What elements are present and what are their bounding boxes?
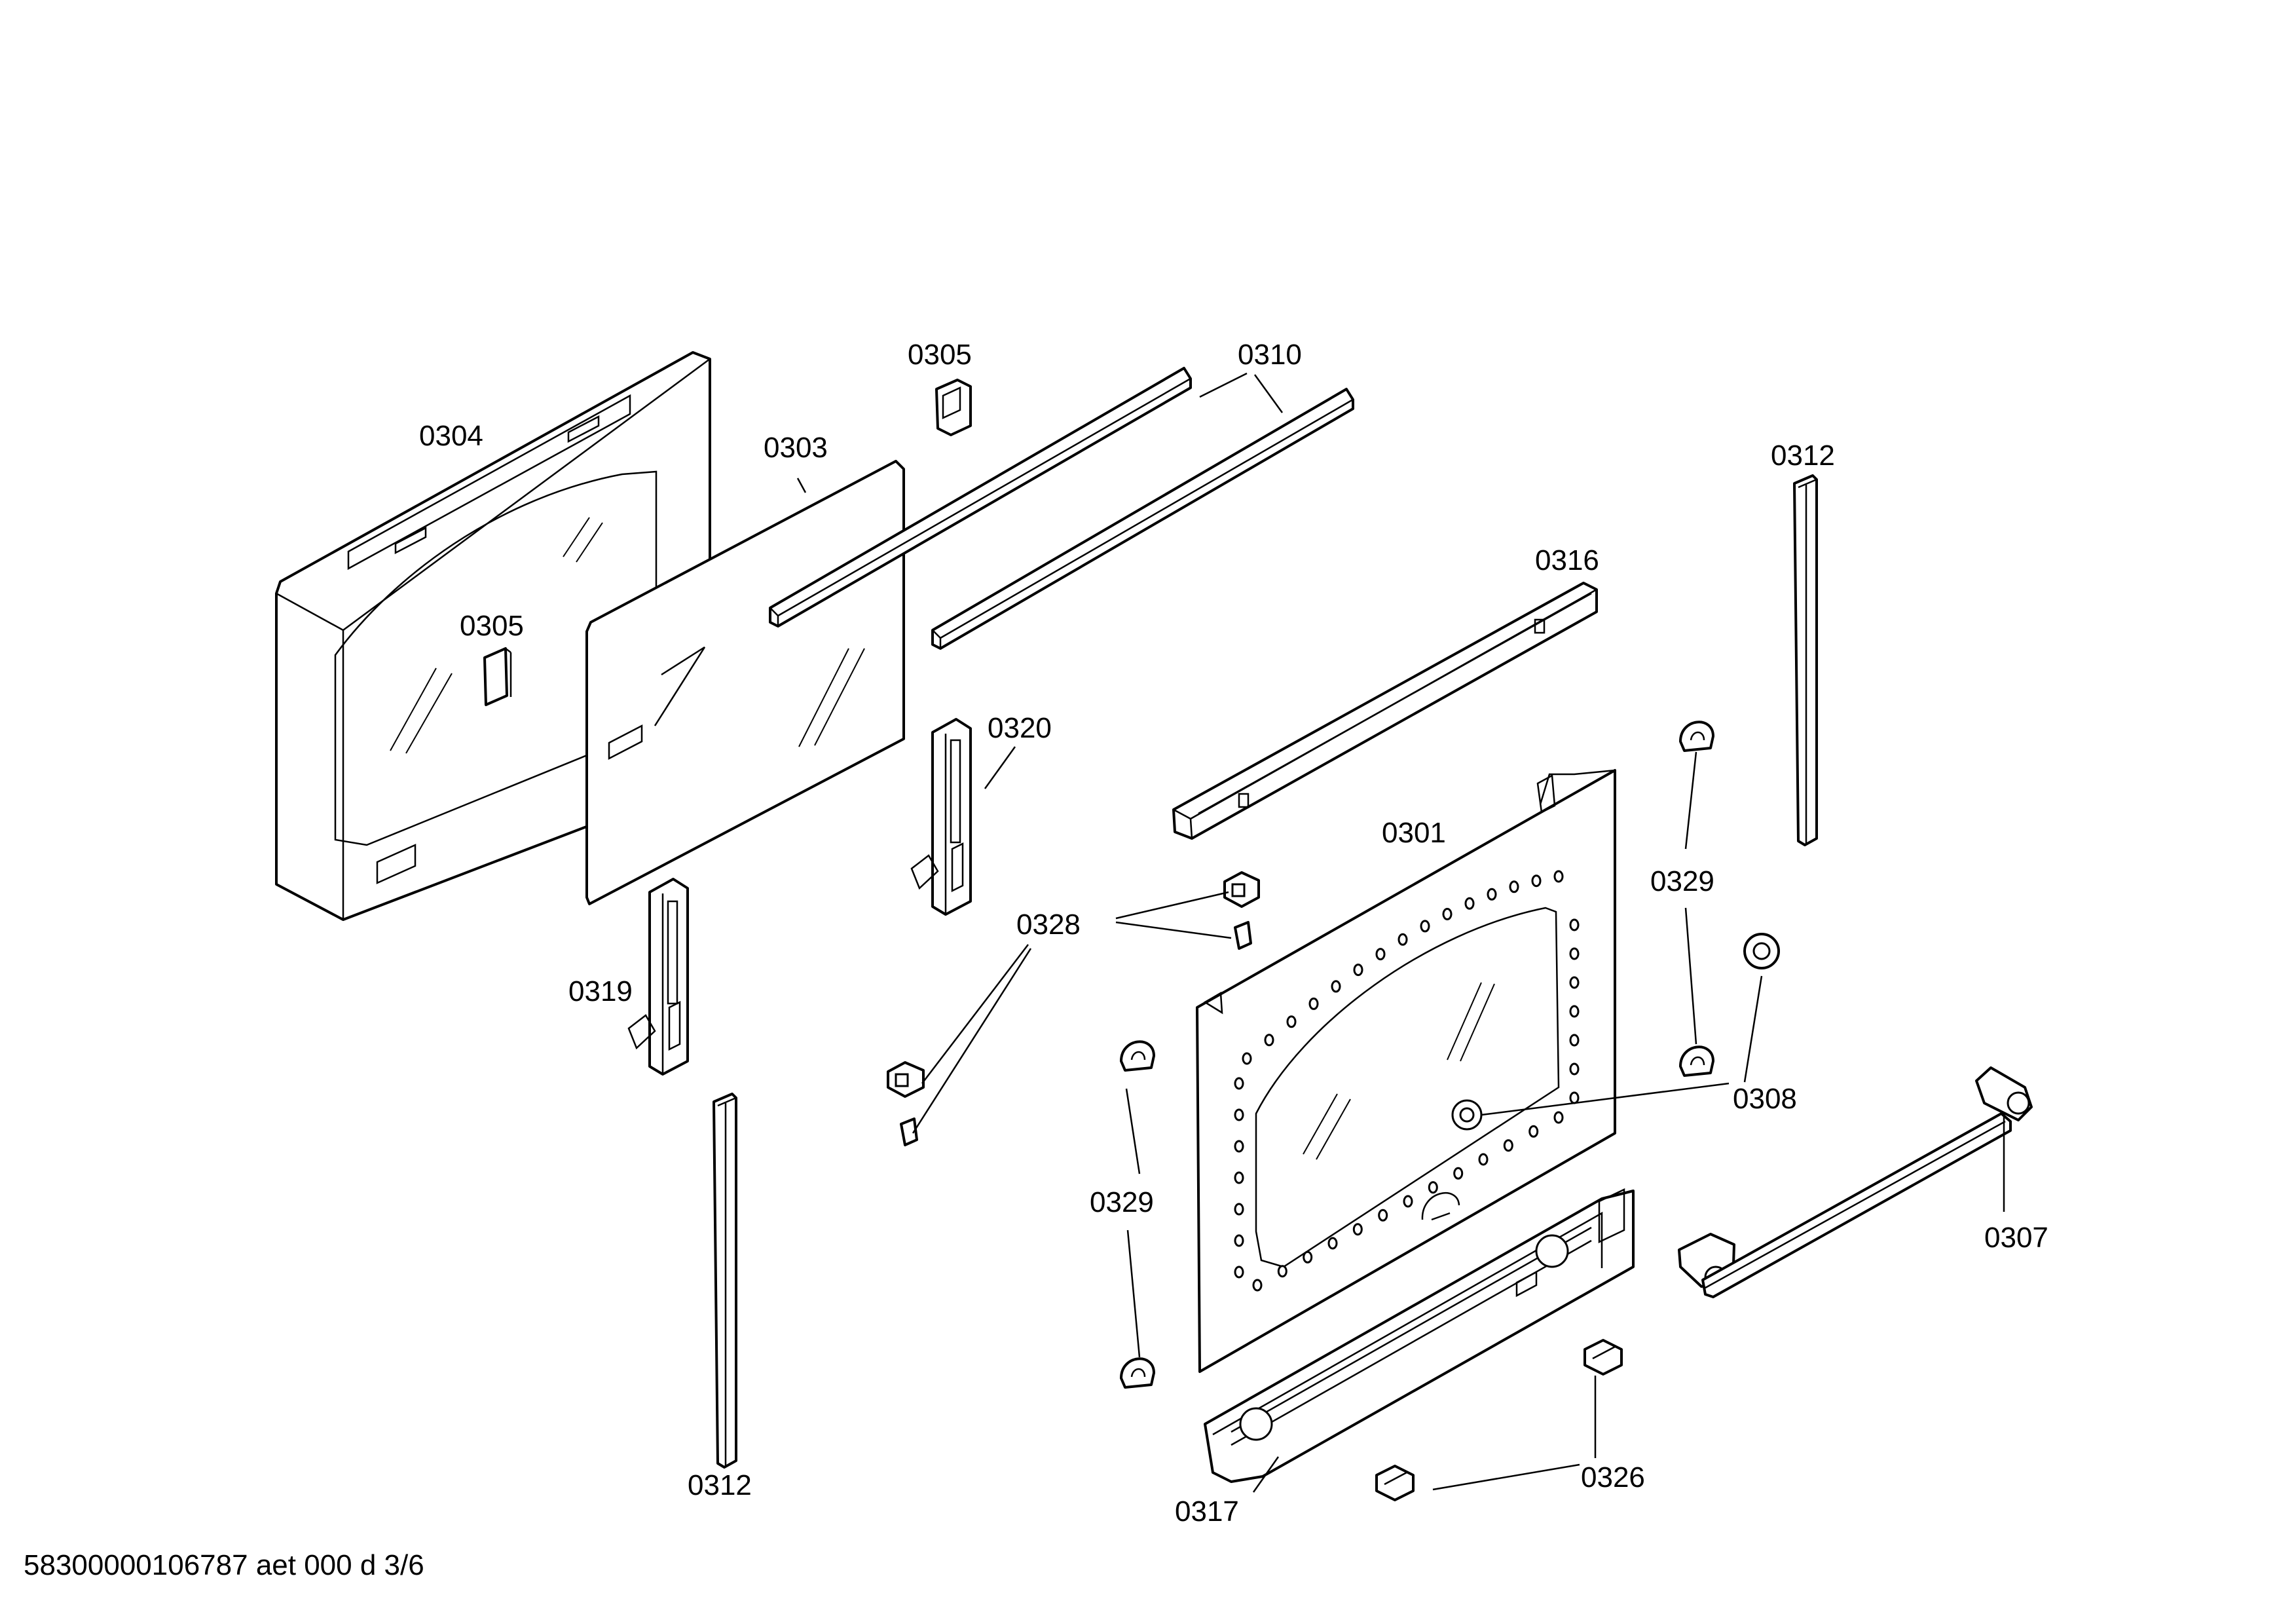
inner-door-glass-0303 [585, 460, 905, 905]
vent-hole [1234, 1171, 1244, 1184]
vent-hole [1453, 1167, 1464, 1180]
vent-hole [1553, 1111, 1564, 1124]
vent-hole [1375, 948, 1386, 961]
label-0319: 0319 [568, 975, 633, 1007]
vent-hole [1234, 1140, 1244, 1153]
hinge-0320 [910, 718, 972, 916]
vent-hole [1308, 997, 1319, 1010]
vent-hole [1420, 920, 1430, 933]
vent-hole [1487, 888, 1497, 901]
clip-0328-upper [1223, 871, 1260, 950]
label-0312-bottom: 0312 [688, 1469, 752, 1501]
frame-bar-0316 [1172, 582, 1598, 840]
label-0305-left: 0305 [460, 610, 524, 642]
vent-hole [1478, 1153, 1489, 1166]
vent-hole [1234, 1266, 1244, 1279]
vent-hole [1503, 1139, 1513, 1152]
vent-hole [1569, 976, 1580, 989]
label-0312-top: 0312 [1771, 440, 1835, 472]
label-0329-left: 0329 [1090, 1186, 1154, 1218]
vent-hole [1327, 1237, 1338, 1250]
vent-hole [1286, 1015, 1297, 1028]
vent-hole [1569, 1034, 1580, 1047]
hinge-0319 [627, 878, 689, 1076]
bumper-0329-bottom-left [1120, 1357, 1155, 1389]
vent-hole [1569, 1005, 1580, 1018]
label-0308: 0308 [1733, 1083, 1797, 1115]
label-0317: 0317 [1175, 1495, 1239, 1528]
vent-hole [1569, 947, 1580, 960]
vent-hole [1531, 874, 1542, 888]
clip-0305-left [483, 647, 512, 706]
vent-hole [1277, 1265, 1287, 1278]
grommet-0308 [1743, 933, 1780, 969]
vent-hole [1428, 1181, 1438, 1194]
leader-lines [796, 372, 2005, 1493]
bumper-0329-mid-right [1679, 1045, 1714, 1077]
vent-hole [1234, 1077, 1244, 1090]
label-0305-top: 0305 [908, 339, 972, 371]
inner-door-panel-0301 [1196, 769, 1616, 1373]
vent-hole [1352, 1223, 1363, 1236]
vent-hole [1303, 1250, 1313, 1264]
label-0301: 0301 [1382, 817, 1446, 849]
vent-hole [1464, 897, 1475, 910]
bottom-frame-0317 [1204, 1188, 1635, 1483]
door-handle-0307 [1678, 1066, 2033, 1298]
bumper-0329-top-right [1679, 721, 1714, 752]
vent-hole [1442, 908, 1453, 920]
label-0303: 0303 [764, 432, 828, 464]
vent-hole [1569, 1091, 1580, 1104]
clip-0305-top [935, 379, 972, 436]
vent-hole [1528, 1125, 1539, 1138]
vent-hole [1252, 1279, 1263, 1292]
trim-bar-0310-b [931, 388, 1354, 650]
label-0320: 0320 [988, 712, 1052, 744]
vent-hole [1509, 880, 1519, 893]
drawing-reference-footer: 58300000106787 aet 000 d 3/6 [24, 1549, 424, 1581]
vent-hole [1398, 933, 1408, 946]
vent-hole [1234, 1108, 1244, 1121]
vent-hole [1569, 918, 1580, 931]
trim-bar-0310-a [769, 367, 1192, 628]
clip-0326-upper [1583, 1339, 1623, 1376]
vent-hole [1234, 1234, 1244, 1247]
vent-hole [1403, 1195, 1413, 1208]
label-0316: 0316 [1535, 544, 1599, 576]
vent-hole [1378, 1209, 1388, 1222]
vent-hole [1569, 1062, 1580, 1076]
side-strip-0312-left [713, 1093, 737, 1469]
vent-hole [1264, 1034, 1274, 1047]
clip-0328-lower [887, 1061, 925, 1146]
label-0328: 0328 [1016, 909, 1081, 941]
door-vent-holes [1234, 870, 1580, 1292]
vent-hole [1242, 1052, 1252, 1065]
label-0326: 0326 [1581, 1461, 1645, 1493]
vent-hole [1331, 980, 1341, 993]
label-0304: 0304 [419, 420, 483, 452]
label-0307: 0307 [1984, 1222, 2048, 1254]
label-0329-right: 0329 [1650, 865, 1714, 897]
part-labels: 0304 0303 0305 0305 0310 0312 0316 0320 … [419, 339, 2048, 1528]
bumper-0329-top-left [1120, 1040, 1155, 1072]
clip-0326-lower [1375, 1465, 1415, 1501]
label-0310: 0310 [1238, 339, 1302, 371]
vent-hole [1234, 1203, 1244, 1216]
vent-hole [1353, 964, 1363, 977]
side-strip-0312-right [1793, 474, 1818, 846]
vent-hole [1553, 870, 1564, 883]
